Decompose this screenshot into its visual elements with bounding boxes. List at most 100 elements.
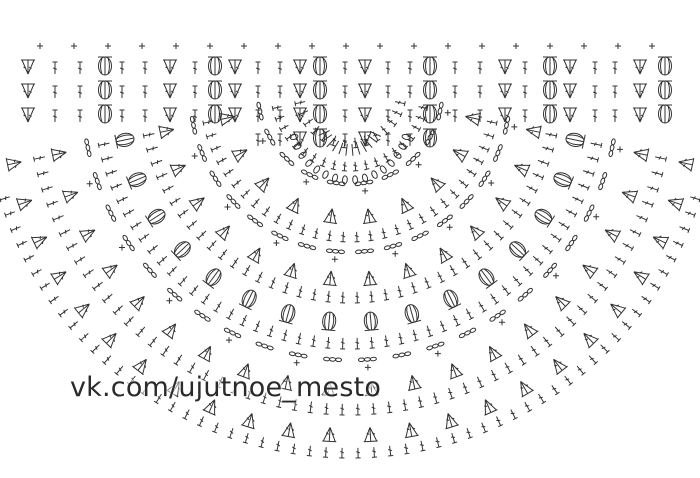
double-crochet-icon: [33, 155, 45, 162]
single-crochet-cross-icon: [445, 43, 451, 49]
shell-cluster-icon: [101, 332, 117, 349]
double-crochet-icon: [105, 170, 118, 177]
shell-cluster-icon: [523, 323, 539, 340]
bobble-stitch-icon: [543, 56, 557, 76]
double-crochet-icon: [339, 447, 345, 459]
chain-loop-icon: [478, 170, 491, 187]
bobble-stitch-icon: [478, 268, 498, 289]
shell-cluster-icon: [583, 332, 599, 349]
double-crochet-icon: [631, 308, 643, 318]
double-crochet-icon: [612, 85, 618, 98]
double-crochet-icon: [101, 355, 112, 366]
chain-loop-icon: [297, 242, 317, 251]
double-crochet-icon: [550, 233, 562, 243]
shell-cluster-icon: [293, 107, 307, 123]
chain-loop-icon: [598, 172, 608, 191]
single-crochet-cross-icon: [649, 43, 655, 49]
chain-loop-icon: [122, 234, 135, 252]
bobble-stitch-icon: [208, 104, 222, 124]
shell-cluster-icon: [430, 177, 447, 194]
double-crochet-icon: [216, 157, 227, 166]
single-crochet-cross-icon: [191, 153, 198, 159]
single-crochet-cross-icon: [37, 43, 43, 49]
chain-loop-icon: [255, 341, 274, 351]
double-crochet-icon: [119, 85, 125, 98]
double-crochet-icon: [101, 293, 113, 304]
double-crochet-icon: [255, 109, 261, 122]
double-crochet-icon: [614, 256, 627, 265]
double-crochet-icon: [545, 132, 558, 139]
double-crochet-icon: [162, 185, 174, 194]
double-crochet-icon: [369, 337, 375, 349]
double-crochet-icon: [9, 226, 21, 233]
shell-cluster-icon: [652, 235, 670, 250]
chain-loop-icon: [271, 230, 289, 242]
double-crochet-icon: [483, 240, 494, 251]
single-crochet-cross-icon: [224, 204, 231, 210]
shell-cluster-icon: [228, 107, 242, 123]
double-crochet-icon: [504, 362, 513, 375]
shell-cluster-icon: [214, 225, 231, 242]
shell-cluster-icon: [445, 413, 459, 430]
double-crochet-icon: [342, 133, 348, 146]
chain-loop-icon: [459, 194, 474, 209]
double-crochet-icon: [354, 231, 360, 243]
double-crochet-icon: [354, 337, 360, 350]
double-crochet-icon: [242, 432, 249, 444]
single-crochet-cross-icon: [119, 244, 125, 251]
single-crochet-cross-icon: [173, 43, 179, 49]
single-crochet-cross-icon: [343, 43, 349, 49]
bobble-stitch-icon: [565, 132, 586, 149]
chain-loop-icon: [392, 351, 412, 359]
shell-cluster-icon: [563, 59, 577, 75]
double-crochet-icon: [36, 171, 49, 178]
bobble-stitch-icon: [658, 56, 672, 76]
double-crochet-icon: [150, 159, 163, 167]
double-crochet-icon: [417, 396, 424, 409]
double-crochet-icon: [368, 230, 374, 242]
double-crochet-icon: [612, 109, 618, 122]
double-crochet-icon: [537, 159, 550, 167]
shell-cluster-icon: [400, 197, 415, 215]
chain-loop-icon: [381, 169, 400, 180]
double-crochet-icon: [307, 401, 313, 414]
chain-loop-icon: [322, 170, 329, 179]
chain-loop-icon: [393, 151, 402, 159]
double-crochet-icon: [391, 110, 403, 118]
double-crochet-icon: [223, 168, 234, 178]
double-crochet-icon: [281, 329, 288, 342]
chain-loop-icon: [583, 204, 595, 222]
double-crochet-icon: [412, 329, 419, 342]
double-crochet-icon: [453, 314, 461, 327]
double-crochet-icon: [273, 213, 282, 225]
double-crochet-icon: [126, 375, 136, 386]
double-crochet-icon: [147, 336, 158, 348]
single-crochet-cross-icon: [617, 146, 623, 153]
double-crochet-icon: [592, 109, 598, 122]
double-crochet-icon: [647, 186, 660, 193]
bobble-stitch-icon: [534, 208, 556, 228]
double-crochet-icon: [650, 282, 661, 291]
double-crochet-icon: [260, 392, 267, 405]
double-crochet-icon: [277, 109, 283, 122]
double-crochet-icon: [277, 133, 283, 146]
bobble-stitch-icon: [423, 56, 437, 76]
double-crochet-icon: [323, 447, 329, 458]
double-crochet-icon: [231, 179, 242, 189]
double-crochet-icon: [448, 387, 455, 400]
double-crochet-icon: [402, 399, 409, 412]
double-crochet-icon: [351, 143, 354, 156]
shell-cluster-icon: [358, 59, 372, 75]
double-crochet-icon: [655, 156, 667, 162]
double-crochet-icon: [452, 85, 458, 98]
single-crochet-cross-icon: [273, 240, 280, 246]
double-crochet-icon: [97, 142, 110, 148]
double-crochet-icon: [323, 403, 329, 415]
double-crochet-icon: [229, 257, 239, 269]
bobble-stitch-icon: [278, 304, 296, 325]
double-crochet-icon: [465, 308, 474, 321]
double-crochet-icon: [255, 61, 261, 74]
double-crochet-icon: [407, 61, 413, 74]
double-crochet-icon: [325, 337, 331, 349]
double-crochet-icon: [58, 229, 71, 238]
